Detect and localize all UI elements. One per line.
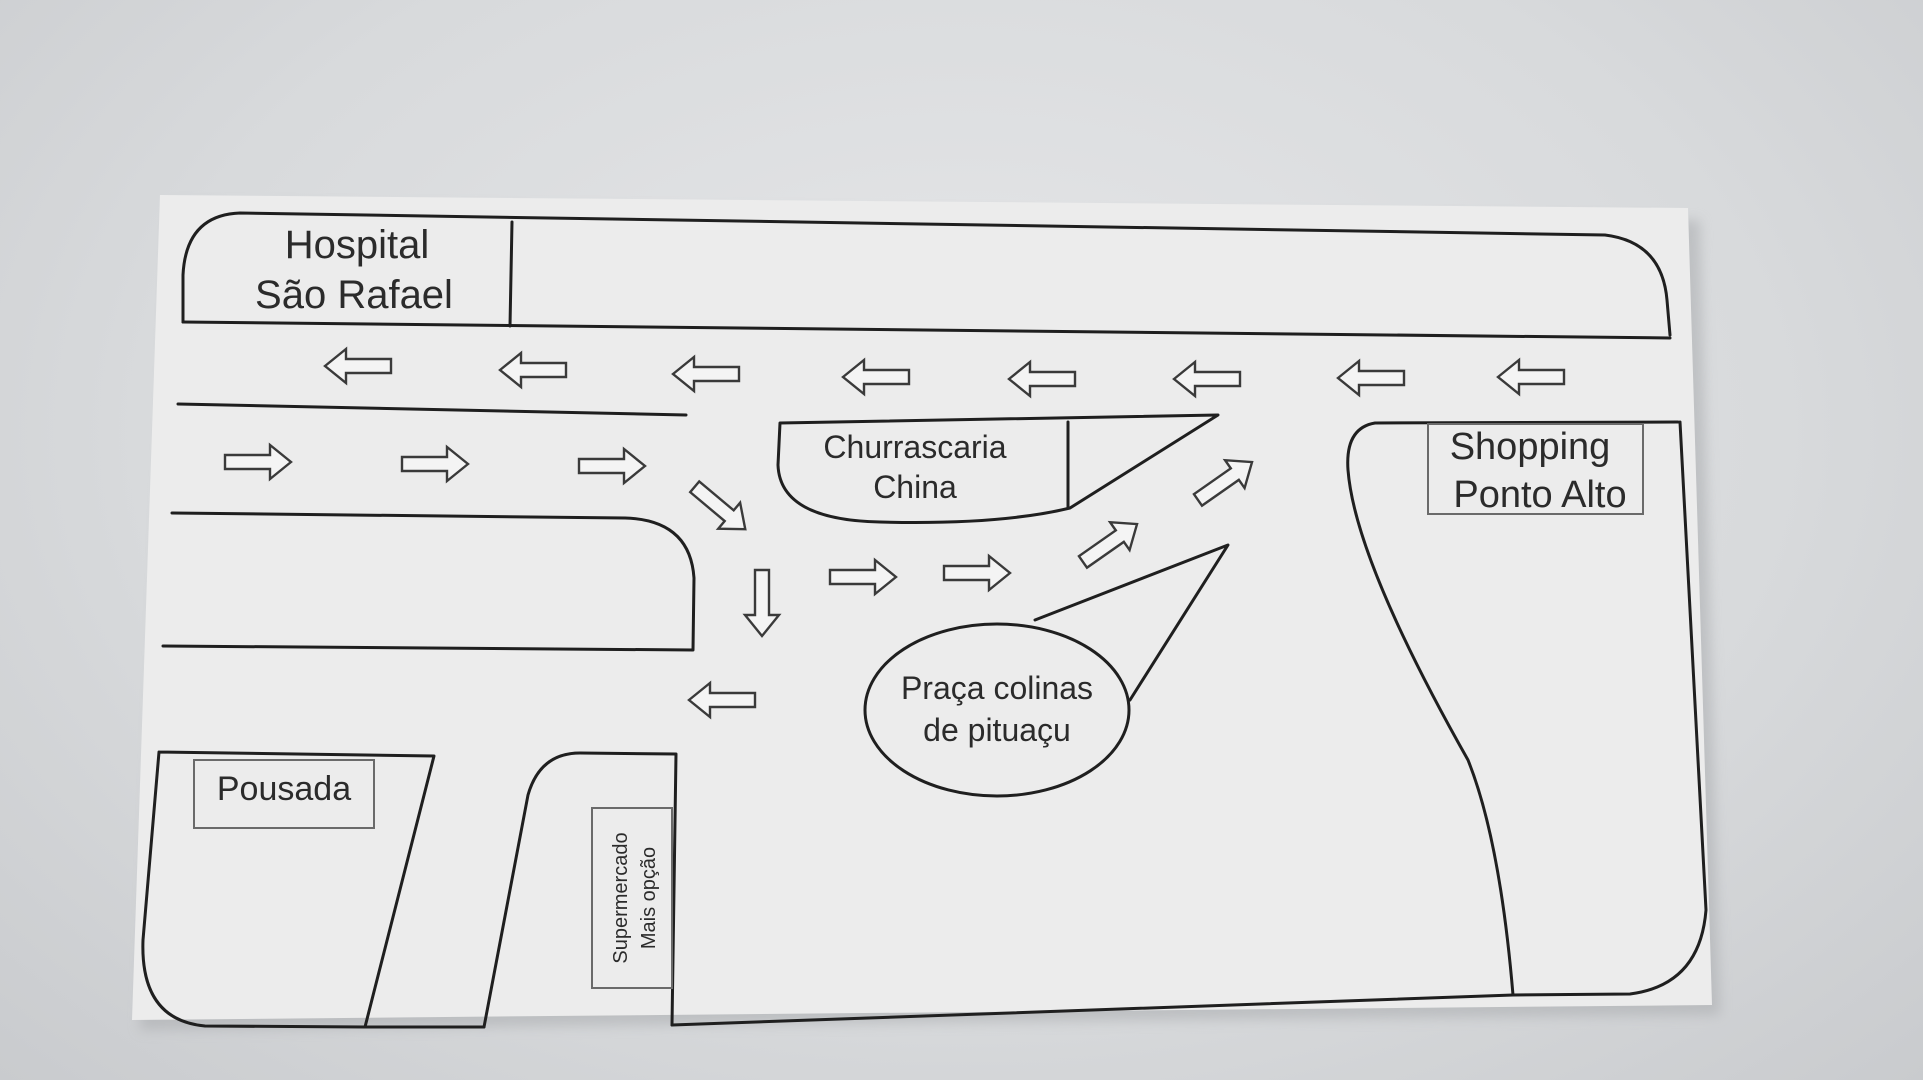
arrow-top-road-2 bbox=[498, 350, 568, 390]
pousada-label-box bbox=[193, 759, 375, 829]
churrascaria-label-line2: China bbox=[873, 469, 957, 505]
arrow-middle-right-2 bbox=[942, 553, 1012, 593]
traffic-arrows bbox=[223, 346, 1566, 720]
arrow-top-road-7 bbox=[1336, 358, 1406, 398]
arrow-top-road-8 bbox=[1496, 357, 1566, 397]
hospital-divider bbox=[508, 220, 514, 328]
supermercado-label-line1: Supermercado bbox=[610, 832, 632, 963]
churrascaria-label-line1: Churrascaria bbox=[823, 429, 1006, 465]
arrow-lower-left-1 bbox=[687, 680, 757, 720]
top-road-lower-edge bbox=[176, 402, 688, 417]
top-road-upper-edge bbox=[181, 320, 1672, 340]
shopping-label-line1: Shopping bbox=[1450, 426, 1611, 468]
arrow-rising-1 bbox=[1077, 520, 1139, 570]
bottom-left-frame bbox=[141, 750, 436, 1029]
arrow-curve-down-right-1 bbox=[688, 479, 747, 531]
supermercado-label-box bbox=[591, 807, 673, 989]
praca-bubble-outline bbox=[1033, 543, 1230, 702]
praca-label-line1: Praça colinas bbox=[901, 670, 1093, 706]
arrow-top-road-1 bbox=[323, 346, 393, 386]
hospital-label-line1: Hospital bbox=[285, 223, 430, 267]
card-surface bbox=[132, 195, 1712, 1020]
arrow-top-road-4 bbox=[841, 357, 911, 397]
bottom-edge-right bbox=[670, 993, 1515, 1027]
praca-label-line2: de pituaçu bbox=[923, 712, 1071, 748]
arrow-second-road-1 bbox=[223, 442, 293, 482]
praca-ellipse bbox=[863, 622, 1131, 798]
hospital-label-line2: São Rafael bbox=[255, 273, 453, 317]
arrow-curve-down-1 bbox=[742, 568, 782, 638]
top-block-outline bbox=[181, 211, 1672, 337]
arrow-rising-2 bbox=[1192, 458, 1254, 508]
arrow-top-road-5 bbox=[1007, 359, 1077, 399]
right-block-outline bbox=[1346, 420, 1708, 997]
supermarket-block-outline bbox=[482, 751, 678, 1029]
arrow-middle-right-1 bbox=[828, 557, 898, 597]
arrow-second-road-3 bbox=[577, 446, 647, 486]
supermercado-label-line2: Mais opção bbox=[638, 847, 660, 949]
shopping-label-line2: Ponto Alto bbox=[1453, 474, 1626, 516]
arrow-top-road-6 bbox=[1172, 359, 1242, 399]
churrascaria-island-outline bbox=[776, 413, 1220, 524]
arrow-top-road-3 bbox=[671, 354, 741, 394]
pousada-label: Pousada bbox=[217, 770, 351, 808]
shopping-label-box bbox=[1427, 423, 1644, 515]
arrow-second-road-2 bbox=[400, 444, 470, 484]
middle-left-block-outline bbox=[161, 511, 696, 652]
